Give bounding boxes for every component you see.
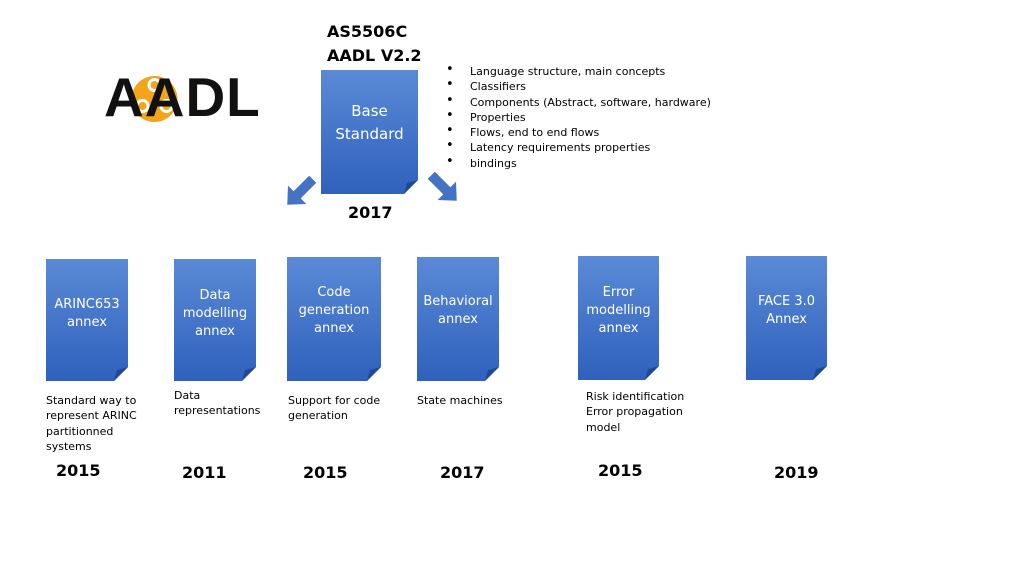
annex-year: 2011	[182, 463, 227, 482]
base-standard-document: Base Standard	[321, 70, 418, 194]
annex-year: 2017	[440, 463, 485, 482]
feature-item: Flows, end to end flows	[446, 123, 711, 140]
annex-document-behavioral: Behavioral annex	[417, 257, 499, 381]
annex-document-data-modelling: Data modelling annex	[174, 259, 256, 381]
base-standard-year: 2017	[348, 203, 393, 222]
logo-wordmark: AADL	[104, 66, 261, 128]
annex-description: Risk identification Error propagation mo…	[586, 390, 685, 434]
annex-description: State machines	[417, 394, 503, 407]
annex-label: Data modelling annex	[182, 288, 248, 339]
annex-description: Data representations	[174, 389, 261, 418]
base-standard-features: Language structure, main concepts Classi…	[446, 62, 711, 171]
aadl-logo-icon	[131, 76, 178, 122]
annex-label: Behavioral annex	[423, 294, 493, 327]
annex-description: Support for code generation	[288, 394, 381, 423]
feature-item: Components (Abstract, software, hardware…	[446, 93, 711, 110]
feature-item: Classifiers	[446, 77, 711, 94]
annex-label: Code generation annex	[298, 285, 370, 336]
annex-year: 2019	[774, 463, 819, 482]
feature-item: Properties	[446, 108, 711, 125]
arrow-down-left-icon	[287, 175, 317, 205]
annex-label: ARINC653 annex	[54, 297, 120, 330]
annex-document-code-generation: Code generation annex	[287, 257, 381, 381]
feature-item: Language structure, main concepts	[446, 62, 711, 79]
annex-document-face: FACE 3.0 Annex	[746, 256, 827, 380]
standard-id: AS5506C	[327, 22, 408, 41]
arrow-down-right-icon	[427, 171, 457, 201]
annex-document-arinc653: ARINC653 annex	[46, 259, 128, 381]
base-standard-label: Base Standard	[335, 102, 404, 143]
annex-label: FACE 3.0 Annex	[757, 294, 816, 327]
annex-year: 2015	[56, 461, 101, 480]
feature-item: Latency requirements properties	[446, 138, 711, 155]
annex-year: 2015	[598, 461, 643, 480]
annex-description: Standard way to represent ARINC partitio…	[46, 394, 137, 454]
annex-year: 2015	[303, 463, 348, 482]
standard-version: AADL V2.2	[327, 46, 422, 65]
annex-document-error-modelling: Error modelling annex	[578, 256, 659, 380]
annex-label: Error modelling annex	[586, 285, 651, 336]
feature-item: bindings	[446, 154, 711, 171]
